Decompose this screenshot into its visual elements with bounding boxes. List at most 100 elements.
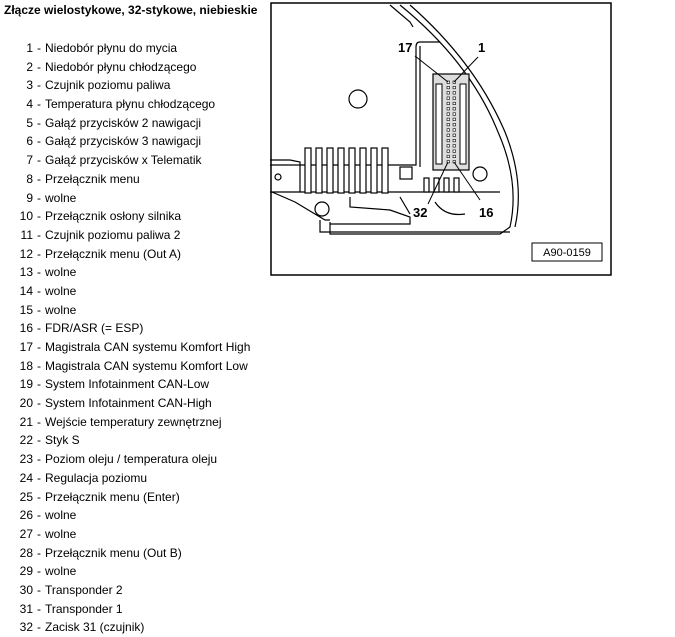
pin-list-item: 7-Gałąź przycisków x Telematik <box>0 151 250 170</box>
pin-label: Magistrala CAN systemu Komfort Low <box>45 358 248 373</box>
connector-pin <box>446 112 450 116</box>
connector-pin <box>446 86 450 90</box>
pin-label: Gałąź przycisków 3 nawigacji <box>45 134 202 149</box>
pin-number: 28 <box>19 545 33 560</box>
pin-list-item: 14-wolne <box>0 282 250 301</box>
connector-pin <box>446 144 450 148</box>
pin-number: 2 <box>26 59 33 74</box>
connector-pin <box>446 154 450 158</box>
pin-label: Styk S <box>45 433 80 448</box>
pin-list-item: 20-System Infotainment CAN-High <box>0 394 250 413</box>
connector-pin <box>446 123 450 127</box>
connector-pin <box>452 123 456 127</box>
connector-pin <box>452 80 456 84</box>
pin-number: 20 <box>19 396 33 411</box>
separator: - <box>37 153 41 168</box>
pin-number: 9 <box>26 190 33 205</box>
separator: - <box>37 321 41 336</box>
pin-label: Wejście temperatury zewnętrznej <box>45 414 222 429</box>
pin-list-item: 2-Niedobór płynu chłodzącego <box>0 58 250 77</box>
pin-label: Gałąź przycisków x Telematik <box>45 153 202 168</box>
separator: - <box>37 508 41 523</box>
separator: - <box>37 78 41 93</box>
pin-list-item: 22-Styk S <box>0 431 250 450</box>
pin-label: FDR/ASR (= ESP) <box>45 321 144 336</box>
connector-pin <box>446 133 450 137</box>
connector-pin <box>452 117 456 121</box>
pin-label: wolne <box>45 190 77 205</box>
separator: - <box>37 358 41 373</box>
connector-pin <box>446 101 450 105</box>
pin-list-item: 25-Przełącznik menu (Enter) <box>0 488 250 507</box>
pin-label: Temperatura płynu chłodzącego <box>45 97 216 112</box>
separator: - <box>37 209 41 224</box>
pin-label: wolne <box>45 302 77 317</box>
pin-list-item: 1-Niedobór płynu do mycia <box>0 39 250 58</box>
pin-list-item: 27-wolne <box>0 525 250 544</box>
connector-pin <box>452 133 456 137</box>
pin-list-item: 8-Przełącznik menu <box>0 170 250 189</box>
separator: - <box>37 452 41 467</box>
connector-pin <box>446 149 450 153</box>
separator: - <box>37 97 41 112</box>
pin-number: 11 <box>20 227 33 242</box>
pin-list-item: 21-Wejście temperatury zewnętrznej <box>0 413 250 432</box>
pin-number: 1 <box>26 41 33 55</box>
page-title: Złącze wielostykowe, 32-stykowe, niebies… <box>4 3 258 17</box>
connector-pin <box>452 154 456 158</box>
pin-number: 30 <box>19 582 33 597</box>
separator: - <box>37 526 41 541</box>
callout-1: 1 <box>478 40 485 55</box>
connector-pin <box>452 107 456 111</box>
separator: - <box>37 433 41 448</box>
pin-list-item: 4-Temperatura płynu chłodzącego <box>0 95 250 114</box>
pin-number: 5 <box>26 115 33 130</box>
pin-label: Przełącznik menu (Enter) <box>45 489 180 504</box>
housing-outline <box>270 4 519 235</box>
pin-number: 26 <box>19 508 33 523</box>
pin-list-item: 9-wolne <box>0 189 250 208</box>
pin-list-item: 18-Magistrala CAN systemu Komfort Low <box>0 357 250 376</box>
pin-number: 14 <box>19 283 33 298</box>
separator: - <box>37 246 41 261</box>
connector-pin <box>452 91 456 95</box>
separator: - <box>37 302 41 317</box>
pin-number: 32 <box>19 620 33 635</box>
pin-list-item: 23-Poziom oleju / temperatura oleju <box>0 450 250 469</box>
pin-number: 27 <box>19 526 33 541</box>
pin-list-item: 12-Przełącznik menu (Out A) <box>0 245 250 264</box>
pin-number: 10 <box>19 209 33 224</box>
pin-number: 31 <box>19 601 33 616</box>
heatsink-fins <box>274 89 488 217</box>
pin-number: 23 <box>19 452 33 467</box>
pin-label: Przełącznik menu (Out B) <box>45 545 182 560</box>
separator: - <box>37 582 41 597</box>
separator: - <box>37 414 41 429</box>
pin-number: 17 <box>19 340 33 354</box>
pin-label: Gałąź przycisków 2 nawigacji <box>45 115 202 130</box>
connector-pin <box>452 86 456 90</box>
connector-pin <box>446 160 450 164</box>
separator: - <box>37 283 41 298</box>
connector-pin <box>446 128 450 132</box>
connector-pin <box>446 80 450 84</box>
separator: - <box>37 115 41 130</box>
connector-pin <box>452 96 456 100</box>
connector-pin <box>446 117 450 121</box>
separator: - <box>37 340 41 354</box>
pin-label: wolne <box>45 283 77 298</box>
separator: - <box>37 396 41 411</box>
callout-16: 16 <box>479 205 493 220</box>
separator: - <box>37 227 41 242</box>
pin-list-item: 24-Regulacja poziomu <box>0 469 250 488</box>
connector-pin <box>452 144 456 148</box>
separator: - <box>37 620 41 635</box>
connector-pin <box>452 139 456 143</box>
connector-pin <box>452 112 456 116</box>
pin-label: wolne <box>45 265 77 280</box>
connector-pin <box>452 128 456 132</box>
connector-diagram: 17 1 32 16 A90-0159 <box>270 2 612 276</box>
separator: - <box>37 564 41 579</box>
callout-32: 32 <box>413 205 427 220</box>
connector-pin <box>452 101 456 105</box>
